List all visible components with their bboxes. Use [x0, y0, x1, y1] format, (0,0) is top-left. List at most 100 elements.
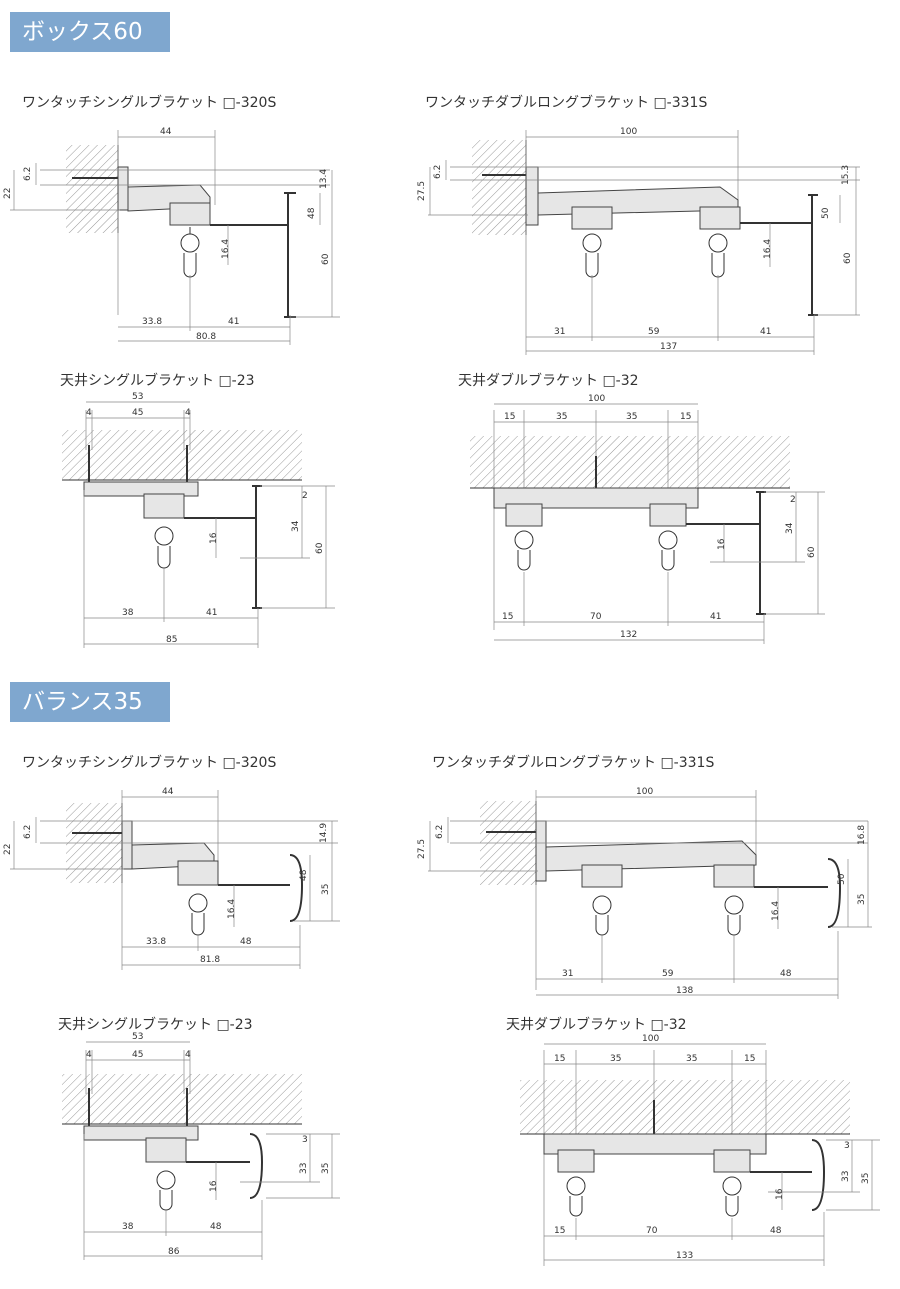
dim-bottom-right: 48: [210, 1222, 222, 1232]
ceiling-single-bracket-diagram: 53 4 45 4 3 33 35 16 38 48 86: [62, 1032, 340, 1260]
dim-top-width: 53: [132, 1032, 143, 1042]
wall-double-long-bracket-diagram: 100 6.2 27.5 15.3 50 60 16.4 31 59 41 13…: [417, 127, 860, 355]
dim-bottom-total: 133: [676, 1251, 693, 1261]
dim-bottom-a: 31: [562, 969, 573, 979]
diagram-caption: 天井ダブルブラケット □-32: [458, 373, 639, 389]
dim-right-top: 16.8: [857, 825, 867, 845]
dim-top-a: 15: [504, 412, 515, 422]
dim-bottom-c: 48: [780, 969, 792, 979]
dim-right-top: 3: [302, 1135, 308, 1145]
dim-bottom-left: 38: [122, 1222, 134, 1232]
ceiling-double-bracket-diagram: 100 15 35 35 15 2 34 60 16 15 70 41 132: [470, 394, 825, 644]
dim-left-h1: 6.2: [435, 825, 445, 839]
dim-top-width: 100: [588, 394, 605, 404]
diagram-caption: ワンタッチシングルブラケット □-320S: [22, 755, 277, 771]
diagram-caption: 天井シングルブラケット □-23: [58, 1017, 253, 1033]
dim-right-full: 35: [321, 1163, 331, 1174]
dim-right-mid: 48: [299, 869, 309, 881]
section-title-valance35: バランス35: [10, 682, 170, 722]
wall-single-bracket-diagram: 44 6.2 22 14.9 48 35 16.4 33.8 48 81.8: [3, 787, 340, 970]
wall-single-bracket-diagram: 44 6.2 22 13.4 48 60 16.4 33.8 41 80.8: [3, 127, 340, 345]
dim-left-h2: 22: [3, 844, 13, 855]
dim-bottom-total: 137: [660, 342, 677, 352]
dim-top-width: 53: [132, 392, 143, 402]
dim-top-c: 4: [185, 1050, 191, 1060]
dim-bottom-total: 132: [620, 630, 637, 640]
dim-top-c: 35: [686, 1054, 697, 1064]
dim-inner-v: 16.4: [763, 239, 773, 259]
dim-right-full: 60: [321, 253, 331, 265]
dim-top-width: 44: [160, 127, 172, 137]
dim-bottom-c: 41: [710, 612, 721, 622]
dim-right-mid: 33: [299, 1163, 309, 1174]
diagram-caption: ワンタッチダブルロングブラケット □-331S: [432, 755, 715, 771]
dim-top-width: 44: [162, 787, 174, 797]
dim-top-b: 35: [610, 1054, 621, 1064]
diagram-caption: 天井シングルブラケット □-23: [60, 373, 255, 389]
dim-bottom-total: 81.8: [200, 955, 220, 965]
dim-inner-v: 16.4: [227, 899, 237, 919]
dim-bottom-left: 38: [122, 608, 134, 618]
dim-top-a: 4: [86, 1050, 92, 1060]
dim-top-width: 100: [636, 787, 653, 797]
dim-top-b: 45: [132, 408, 143, 418]
dim-top-d: 15: [744, 1054, 755, 1064]
dim-right-top: 15.3: [841, 165, 851, 185]
dim-inner-v: 16.4: [221, 239, 231, 259]
dim-left-h1: 6.2: [23, 825, 33, 839]
dim-top-d: 15: [680, 412, 691, 422]
dim-left-h1: 6.2: [433, 165, 443, 179]
dim-bottom-c: 48: [770, 1226, 782, 1236]
dim-left-h2: 27.5: [417, 839, 427, 859]
dim-bottom-b: 59: [662, 969, 674, 979]
dim-bottom-a: 31: [554, 327, 565, 337]
dim-inner-v: 16: [717, 538, 727, 550]
dim-top-width: 100: [620, 127, 637, 137]
dim-right-top: 14.9: [319, 823, 329, 843]
dim-top-c: 35: [626, 412, 637, 422]
dim-bottom-c: 41: [760, 327, 771, 337]
dim-right-full: 35: [321, 884, 331, 895]
dim-inner-v: 16: [775, 1188, 785, 1200]
dim-bottom-total: 80.8: [196, 332, 216, 342]
dim-bottom-right: 48: [240, 937, 252, 947]
dim-inner-v: 16: [209, 1180, 219, 1192]
dim-right-full: 60: [807, 546, 817, 558]
dim-right-full: 60: [843, 252, 853, 264]
dim-bottom-total: 138: [676, 986, 693, 996]
dim-right-mid: 34: [291, 520, 301, 532]
dim-bottom-a: 15: [554, 1226, 565, 1236]
dim-left-h1: 6.2: [23, 167, 33, 181]
dim-inner-v: 16: [209, 532, 219, 544]
dim-top-b: 35: [556, 412, 567, 422]
dim-left-h2: 22: [3, 188, 13, 199]
dim-bottom-b: 59: [648, 327, 660, 337]
dim-bottom-right: 41: [228, 317, 239, 327]
dim-top-c: 4: [185, 408, 191, 418]
section-title-box60: ボックス60: [10, 12, 170, 52]
dim-bottom-b: 70: [646, 1226, 658, 1236]
diagram-caption: ワンタッチシングルブラケット □-320S: [22, 95, 277, 111]
dim-right-mid: 34: [785, 522, 795, 534]
dim-inner-v: 16.4: [771, 901, 781, 921]
dim-right-full: 35: [861, 1173, 871, 1184]
dim-right-mid: 50: [821, 207, 831, 219]
dim-right-top: 13.4: [319, 169, 329, 189]
dim-right-mid: 33: [841, 1171, 851, 1182]
dim-bottom-total: 86: [168, 1247, 180, 1257]
dim-right-full: 60: [315, 542, 325, 554]
dim-right-mid: 50: [837, 873, 847, 885]
dim-right-top: 3: [844, 1141, 850, 1151]
dim-top-b: 45: [132, 1050, 143, 1060]
dim-bottom-b: 70: [590, 612, 602, 622]
dim-right-full: 35: [857, 894, 867, 905]
dim-bottom-total: 85: [166, 635, 177, 645]
ceiling-single-bracket-diagram: 53 4 45 4 2 34 60 16 38 41 85: [62, 392, 335, 648]
dim-right-top: 2: [302, 491, 308, 501]
diagram-caption: 天井ダブルブラケット □-32: [506, 1017, 687, 1033]
diagram-caption: ワンタッチダブルロングブラケット □-331S: [425, 95, 708, 111]
dim-bottom-a: 15: [502, 612, 513, 622]
dim-left-h2: 27.5: [417, 181, 427, 201]
dim-bottom-right: 41: [206, 608, 217, 618]
dim-top-a: 4: [86, 408, 92, 418]
